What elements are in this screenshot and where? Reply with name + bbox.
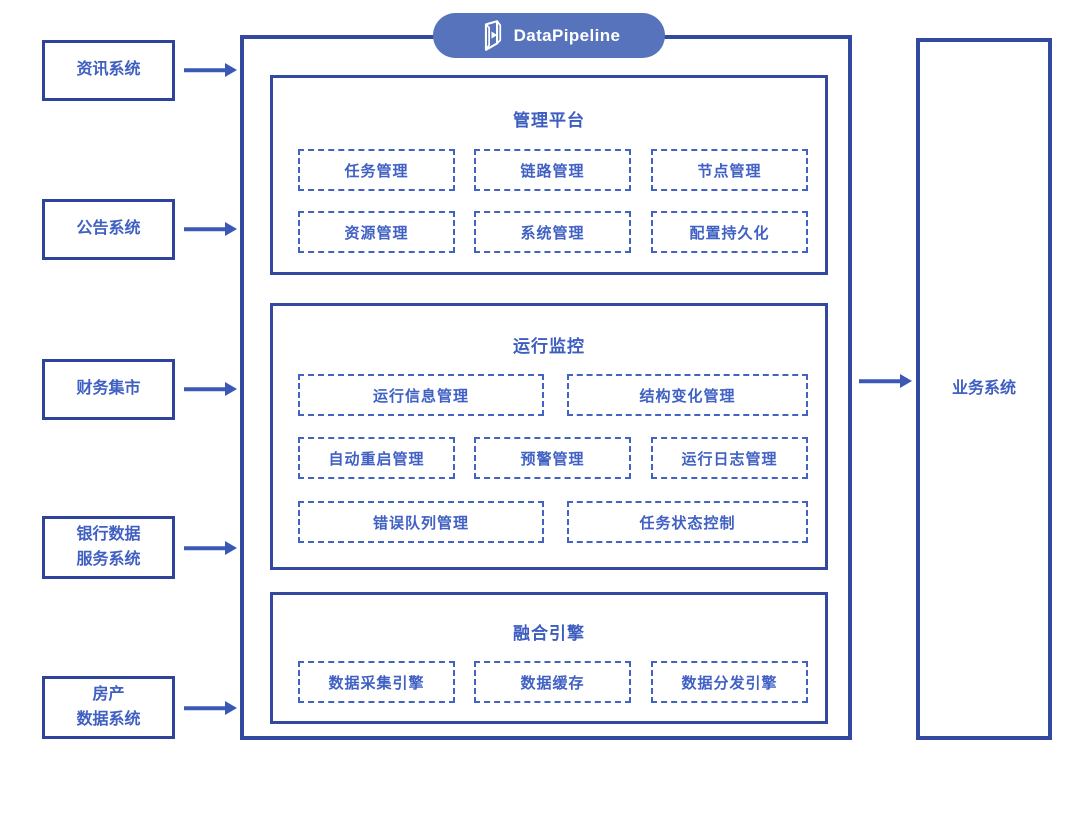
module-task-status-control: 任务状态控制 <box>567 501 808 543</box>
datapipeline-prism-icon <box>484 20 501 51</box>
module-label: 链路管理 <box>520 162 585 180</box>
flow-arrow-icon <box>184 382 237 396</box>
source-system-box-bank-data: 银行数据 服务系统 <box>42 516 175 579</box>
module-label: 配置持久化 <box>689 224 770 242</box>
module-label: 任务管理 <box>344 162 409 180</box>
module-data-distribution-engine: 数据分发引擎 <box>651 661 808 703</box>
source-system-box-finance-mart: 财务集市 <box>42 359 175 420</box>
module-label: 数据缓存 <box>520 674 585 692</box>
source-system-label: 银行数据 服务系统 <box>76 525 141 568</box>
arrow-head <box>225 701 237 715</box>
target-system-label: 业务系统 <box>951 379 1016 397</box>
section-title: 运行监控 <box>513 337 585 356</box>
source-system-label: 资讯系统 <box>76 61 141 79</box>
module-node-management: 节点管理 <box>651 149 808 191</box>
section-runtime-monitoring: 运行监控 运行信息管理 结构变化管理 自动重启管理 预警管理 运行日志管理 错误… <box>270 303 828 570</box>
arrow-head <box>225 222 237 236</box>
arrow-shaft <box>859 379 901 383</box>
source-system-label: 公告系统 <box>76 220 141 238</box>
module-label: 数据采集引擎 <box>328 674 425 692</box>
brand-pill: DataPipeline <box>433 13 665 58</box>
section-fusion-engine: 融合引擎 数据采集引擎 数据缓存 数据分发引擎 <box>270 592 828 724</box>
module-data-cache: 数据缓存 <box>474 661 631 703</box>
module-task-management: 任务管理 <box>298 149 455 191</box>
module-label: 结构变化管理 <box>639 387 736 405</box>
module-label: 运行信息管理 <box>372 387 469 405</box>
module-system-management: 系统管理 <box>474 211 631 253</box>
module-auto-restart-management: 自动重启管理 <box>298 437 455 479</box>
module-label: 系统管理 <box>520 224 585 242</box>
source-system-box-news: 资讯系统 <box>42 40 175 101</box>
source-system-label: 财务集市 <box>76 380 141 398</box>
arrow-shaft <box>184 387 226 391</box>
flow-arrow-icon <box>184 701 237 715</box>
flow-arrow-icon <box>859 374 912 388</box>
arrow-head <box>900 374 912 388</box>
module-label: 任务状态控制 <box>639 514 736 532</box>
module-resource-management: 资源管理 <box>298 211 455 253</box>
module-config-persistence: 配置持久化 <box>651 211 808 253</box>
arrow-head <box>225 382 237 396</box>
module-label: 资源管理 <box>344 224 409 242</box>
section-management-platform: 管理平台 任务管理 链路管理 节点管理 资源管理 系统管理 配置持久化 <box>270 75 828 275</box>
module-label: 数据分发引擎 <box>681 674 778 692</box>
module-label: 错误队列管理 <box>372 514 469 532</box>
module-structure-change-management: 结构变化管理 <box>567 374 808 416</box>
flow-arrow-icon <box>184 222 237 236</box>
section-title: 管理平台 <box>513 111 585 130</box>
module-runtime-info-management: 运行信息管理 <box>298 374 544 416</box>
module-label: 运行日志管理 <box>681 450 778 468</box>
module-alert-management: 预警管理 <box>474 437 631 479</box>
module-runtime-log-management: 运行日志管理 <box>651 437 808 479</box>
arrow-head <box>225 541 237 555</box>
arrow-shaft <box>184 227 226 231</box>
source-system-box-announcement: 公告系统 <box>42 199 175 260</box>
flow-arrow-icon <box>184 541 237 555</box>
module-data-collection-engine: 数据采集引擎 <box>298 661 455 703</box>
module-label: 自动重启管理 <box>328 450 425 468</box>
arrow-shaft <box>184 706 226 710</box>
brand-name: DataPipeline <box>513 25 621 45</box>
source-system-box-realestate-data: 房产 数据系统 <box>42 676 175 739</box>
flow-arrow-icon <box>184 63 237 77</box>
module-label: 节点管理 <box>697 162 762 180</box>
arrow-shaft <box>184 546 226 550</box>
target-system-box-business: 业务系统 <box>916 38 1052 740</box>
arrow-head <box>225 63 237 77</box>
module-link-management: 链路管理 <box>474 149 631 191</box>
module-error-queue-management: 错误队列管理 <box>298 501 544 543</box>
section-title: 融合引擎 <box>513 624 585 643</box>
source-system-label: 房产 数据系统 <box>76 685 141 728</box>
module-label: 预警管理 <box>520 450 585 468</box>
arrow-shaft <box>184 68 226 72</box>
